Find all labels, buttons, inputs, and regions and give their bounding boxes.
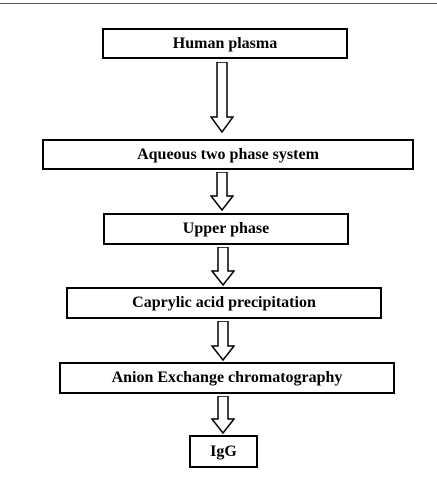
- down-arrow-icon: [211, 396, 235, 435]
- down-arrow-icon: [210, 62, 234, 134]
- down-arrow-icon: [211, 247, 235, 287]
- step-human-plasma: Human plasma: [102, 28, 348, 59]
- step-label: Upper phase: [182, 220, 270, 237]
- step-igg: IgG: [189, 435, 258, 468]
- step-label: Human plasma: [172, 34, 278, 52]
- step-label: Aqueous two phase system: [137, 145, 319, 163]
- step-label: IgG: [210, 442, 237, 460]
- step-label: Caprylic acid precipitation: [132, 294, 316, 311]
- step-aqueous-two-phase-system: Aqueous two phase system: [42, 139, 414, 170]
- step-label: Anion Exchange chromatography: [111, 369, 343, 386]
- down-arrow-icon: [211, 321, 235, 362]
- step-anion-exchange-chromatography: Anion Exchange chromatography: [59, 362, 395, 394]
- down-arrow-icon: [210, 172, 234, 212]
- step-upper-phase: Upper phase: [103, 213, 349, 245]
- top-border-line: [0, 3, 437, 4]
- step-caprylic-acid-precipitation: Caprylic acid precipitation: [66, 287, 382, 319]
